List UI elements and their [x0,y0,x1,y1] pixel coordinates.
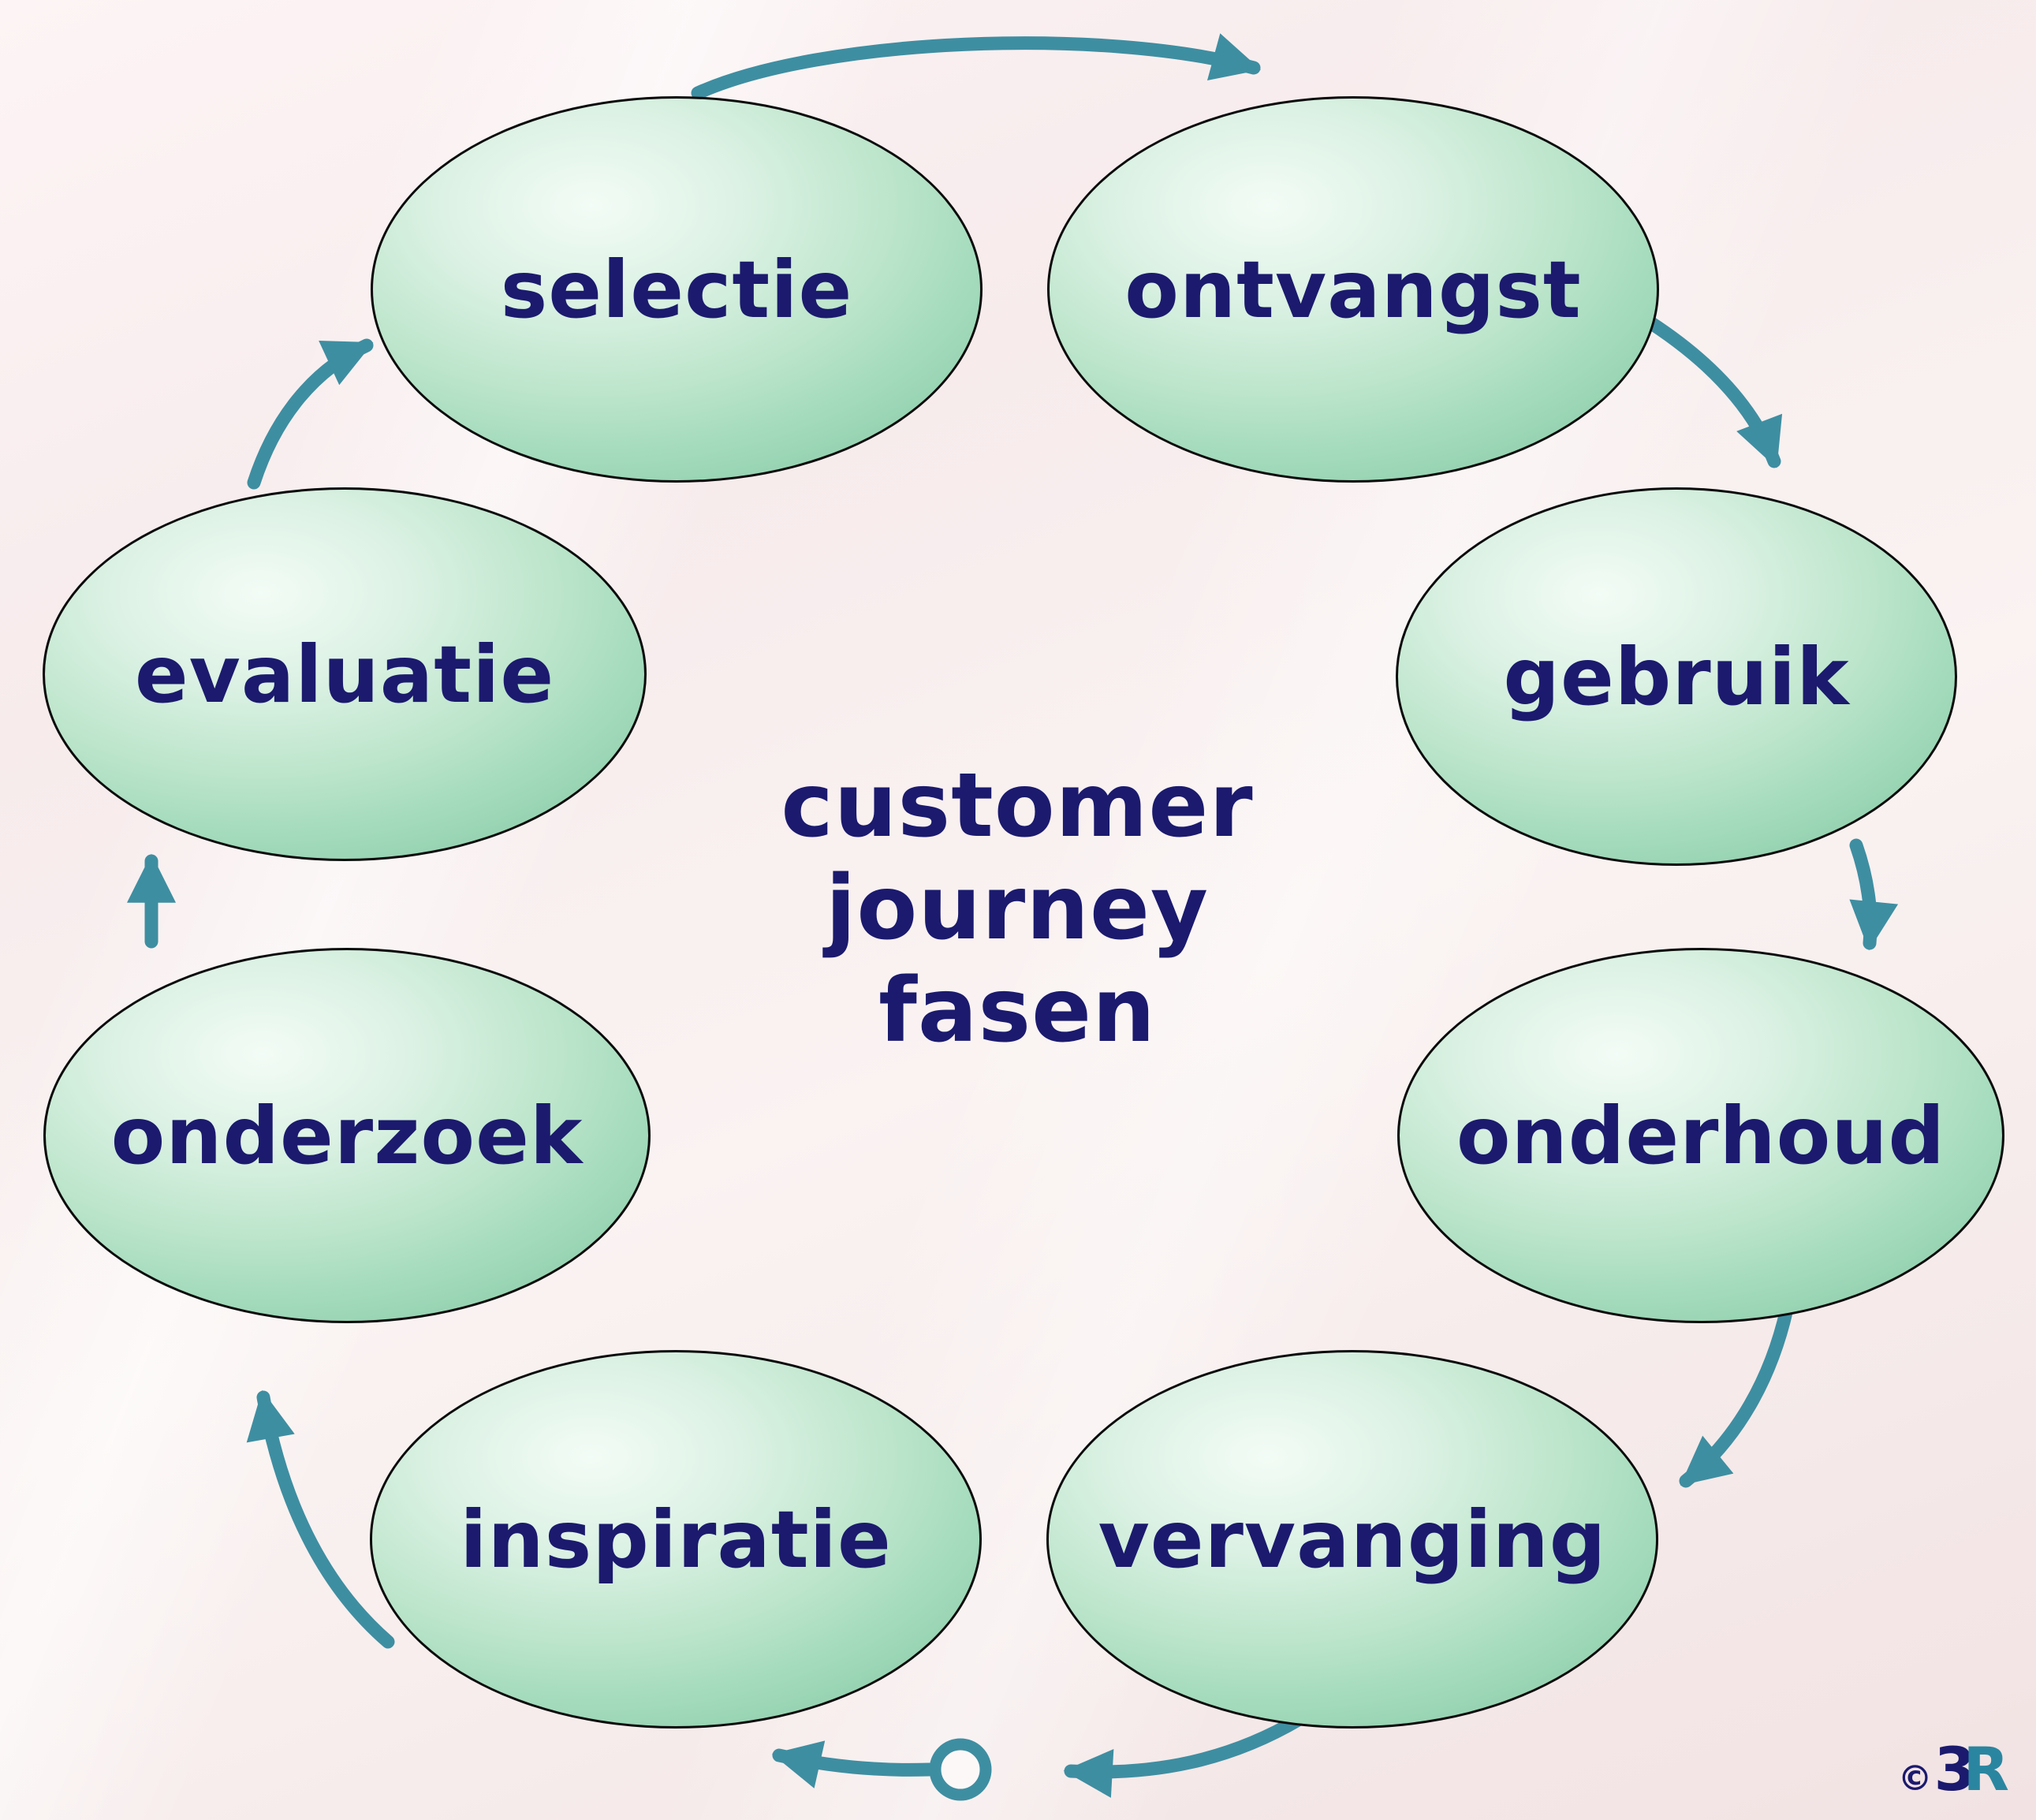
cycle-start-marker [929,1738,992,1801]
phase-label-ontvangst: ontvangst [1124,243,1582,336]
arrow-start-to-inspiratie [771,1740,936,1788]
copyright-symbol: © [1897,1758,1933,1799]
arrow-evaluatie-to-selectie [247,338,374,490]
phase-label-onderhoud: onderhoud [1456,1089,1946,1182]
phase-onderzoek: onderzoek [43,948,651,1323]
phase-evaluatie: evaluatie [43,487,647,861]
arrow-onderhoud-to-vervanging [1679,1302,1794,1488]
phase-label-vervanging: vervanging [1098,1493,1607,1586]
phase-label-selectie: selectie [500,243,853,336]
phase-onderhoud: onderhoud [1397,948,2004,1323]
arrow-ontvangst-to-gebruik [1635,310,1783,468]
logo-numeral: 3 [1933,1734,1976,1804]
phase-ontvangst: ontvangst [1047,96,1659,483]
diagram-title-line-3: fasen [878,959,1156,1062]
arrow-inspiratie-to-onderzoek [246,1389,395,1649]
phase-label-onderzoek: onderzoek [110,1089,584,1182]
phase-label-inspiratie: inspiratie [460,1493,892,1586]
diagram-title: customer journey fasen [662,755,1372,1063]
phase-selectie: selectie [371,96,983,483]
phase-vervanging: vervanging [1046,1350,1658,1729]
logo-3r: © 3 R [1898,1734,2009,1804]
arrow-vervanging-to-start [1063,1712,1307,1798]
phase-gebruik: gebruik [1396,487,1957,866]
diagram-title-line-1: customer [781,755,1254,857]
phase-label-evaluatie: evaluatie [134,628,555,721]
logo-letter: R [1963,1734,2009,1804]
arrow-gebruik-to-onderhoud [1849,838,1899,951]
phase-label-gebruik: gebruik [1503,630,1850,723]
arrow-selectie-to-ontvangst [691,33,1261,100]
diagram-title-line-2: journey [825,856,1209,960]
phase-inspiratie: inspiratie [370,1350,982,1729]
